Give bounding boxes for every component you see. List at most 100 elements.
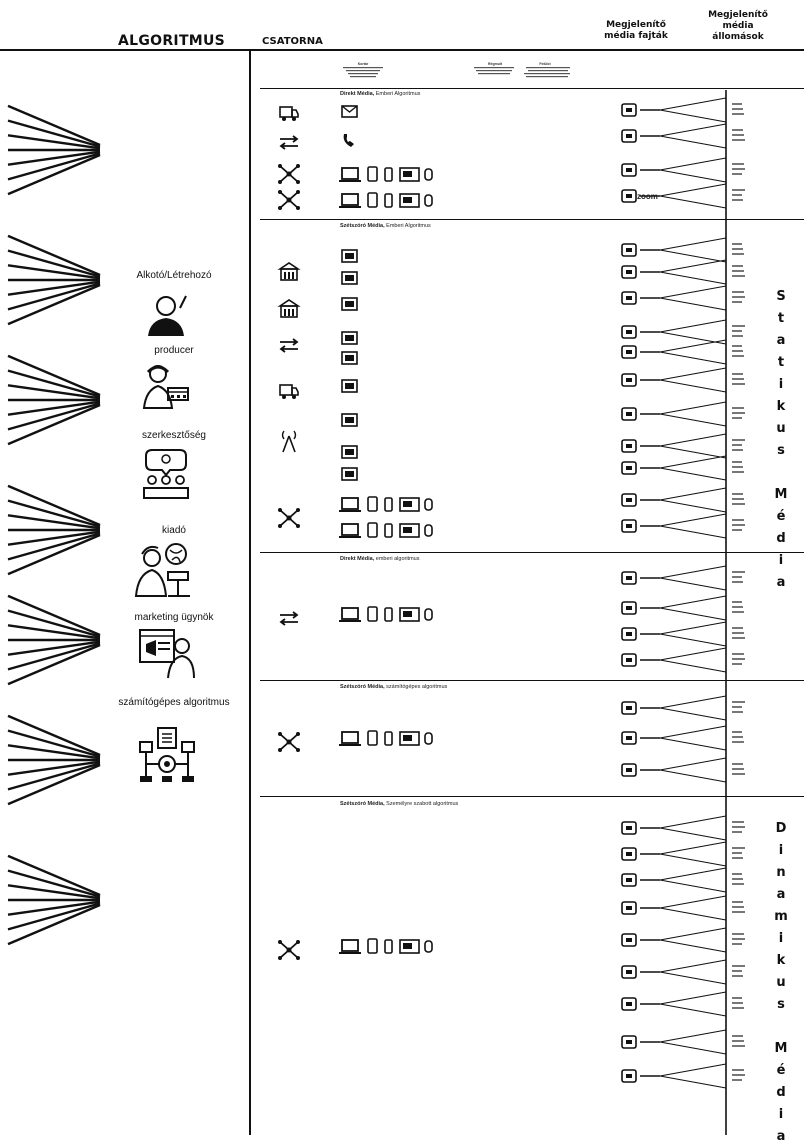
media-row	[621, 455, 744, 481]
artist-icon	[148, 295, 187, 336]
station-mark	[732, 134, 744, 136]
fan-line	[7, 280, 101, 296]
station-mark	[732, 417, 742, 419]
column-divider	[249, 51, 251, 1135]
fan-line	[7, 530, 101, 546]
actor-label-computer-algorithm: számítógépes algoritmus	[118, 697, 230, 708]
zoom-label: zoom	[637, 192, 658, 201]
fan-line	[7, 624, 101, 640]
newspaper-icon	[341, 379, 358, 393]
station-mark	[732, 1079, 742, 1081]
media-type-icon	[621, 571, 637, 585]
network-hub-icon	[278, 940, 300, 960]
media-type-icon	[621, 519, 637, 533]
side-letter: é	[776, 509, 786, 524]
station-mark	[732, 576, 742, 578]
fan-line	[7, 902, 101, 931]
fan-line	[7, 119, 101, 148]
station-mark	[732, 1007, 744, 1009]
media-row	[621, 513, 745, 539]
media-row	[621, 757, 745, 783]
media-type-icon	[621, 601, 637, 615]
media-row	[621, 367, 745, 393]
fan-line	[7, 514, 101, 530]
station-mark	[732, 243, 742, 245]
station-mark	[732, 906, 744, 908]
section-title-2: Szétszóró Média, Emberi Algoritmus	[340, 223, 431, 229]
station-mark	[732, 653, 744, 655]
media-row	[621, 1063, 745, 1089]
screen-icon	[341, 249, 358, 263]
actor-label-marketing: marketing ügynök	[134, 612, 214, 623]
section-title-5: Szétszóró Média, Személyre szabott algor…	[340, 801, 459, 807]
station-mark	[732, 189, 745, 191]
side-letter: a	[776, 575, 786, 590]
station-mark	[732, 606, 743, 608]
truck-icon	[279, 384, 299, 399]
museum-icon	[277, 262, 301, 281]
media-type-icon	[621, 325, 637, 339]
media-type-icon	[621, 345, 637, 359]
library-icon	[277, 299, 301, 318]
station-mark	[732, 663, 742, 665]
side-letter: m	[774, 909, 788, 924]
station-mark	[732, 129, 743, 131]
producer-icon	[142, 365, 189, 409]
media-row	[621, 959, 745, 985]
station-mark	[732, 350, 743, 352]
station-mark	[732, 873, 742, 875]
fan-line-group	[7, 714, 101, 806]
side-letter: a	[776, 1129, 786, 1144]
channel-icons-layer	[277, 105, 433, 960]
media-row	[621, 695, 745, 721]
media-row	[621, 97, 744, 123]
station-mark	[732, 627, 743, 629]
media-type-icon	[621, 439, 637, 453]
algorithm-fan-lines	[7, 104, 101, 946]
media-type-icon	[621, 965, 637, 979]
station-mark	[732, 736, 743, 738]
media-type-icon	[621, 291, 637, 305]
device-set-icon	[339, 606, 433, 622]
actor-label-publisher: kiadó	[162, 525, 186, 536]
fan-line	[7, 869, 101, 898]
station-mark	[732, 412, 745, 414]
side-letter: i	[778, 553, 784, 568]
station-mark	[732, 1002, 743, 1004]
media-type-icon	[621, 265, 637, 279]
station-mark	[732, 883, 744, 885]
side-letter: s	[777, 443, 785, 458]
station-mark	[732, 373, 743, 375]
fan-line	[7, 714, 101, 757]
station-mark	[732, 878, 743, 880]
media-row	[621, 183, 745, 209]
station-mark	[732, 637, 745, 639]
station-mark	[732, 383, 745, 385]
station-mark	[732, 821, 744, 823]
side-letter: é	[776, 1063, 786, 1078]
station-mark	[732, 658, 745, 660]
media-type-icon	[621, 901, 637, 915]
station-mark	[732, 706, 742, 708]
device-set-icon	[339, 166, 433, 182]
fan-line	[7, 532, 101, 561]
station-mark	[732, 943, 742, 945]
computer-algorithm-icon	[139, 727, 195, 782]
station-mark	[732, 701, 745, 703]
mail-icon	[341, 105, 358, 118]
station-mark	[732, 768, 744, 770]
media-row	[621, 621, 745, 647]
station-mark	[732, 108, 743, 110]
marketing-agent-icon	[139, 629, 195, 679]
station-mark	[732, 826, 745, 828]
network-hub-icon	[278, 164, 300, 184]
media-row	[621, 401, 745, 427]
fan-line	[7, 484, 101, 527]
fan-line	[7, 640, 101, 656]
station-mark	[732, 301, 742, 303]
station-mark	[732, 1069, 744, 1071]
station-mark	[732, 498, 744, 500]
media-type-icon	[621, 701, 637, 715]
station-mark	[732, 248, 743, 250]
